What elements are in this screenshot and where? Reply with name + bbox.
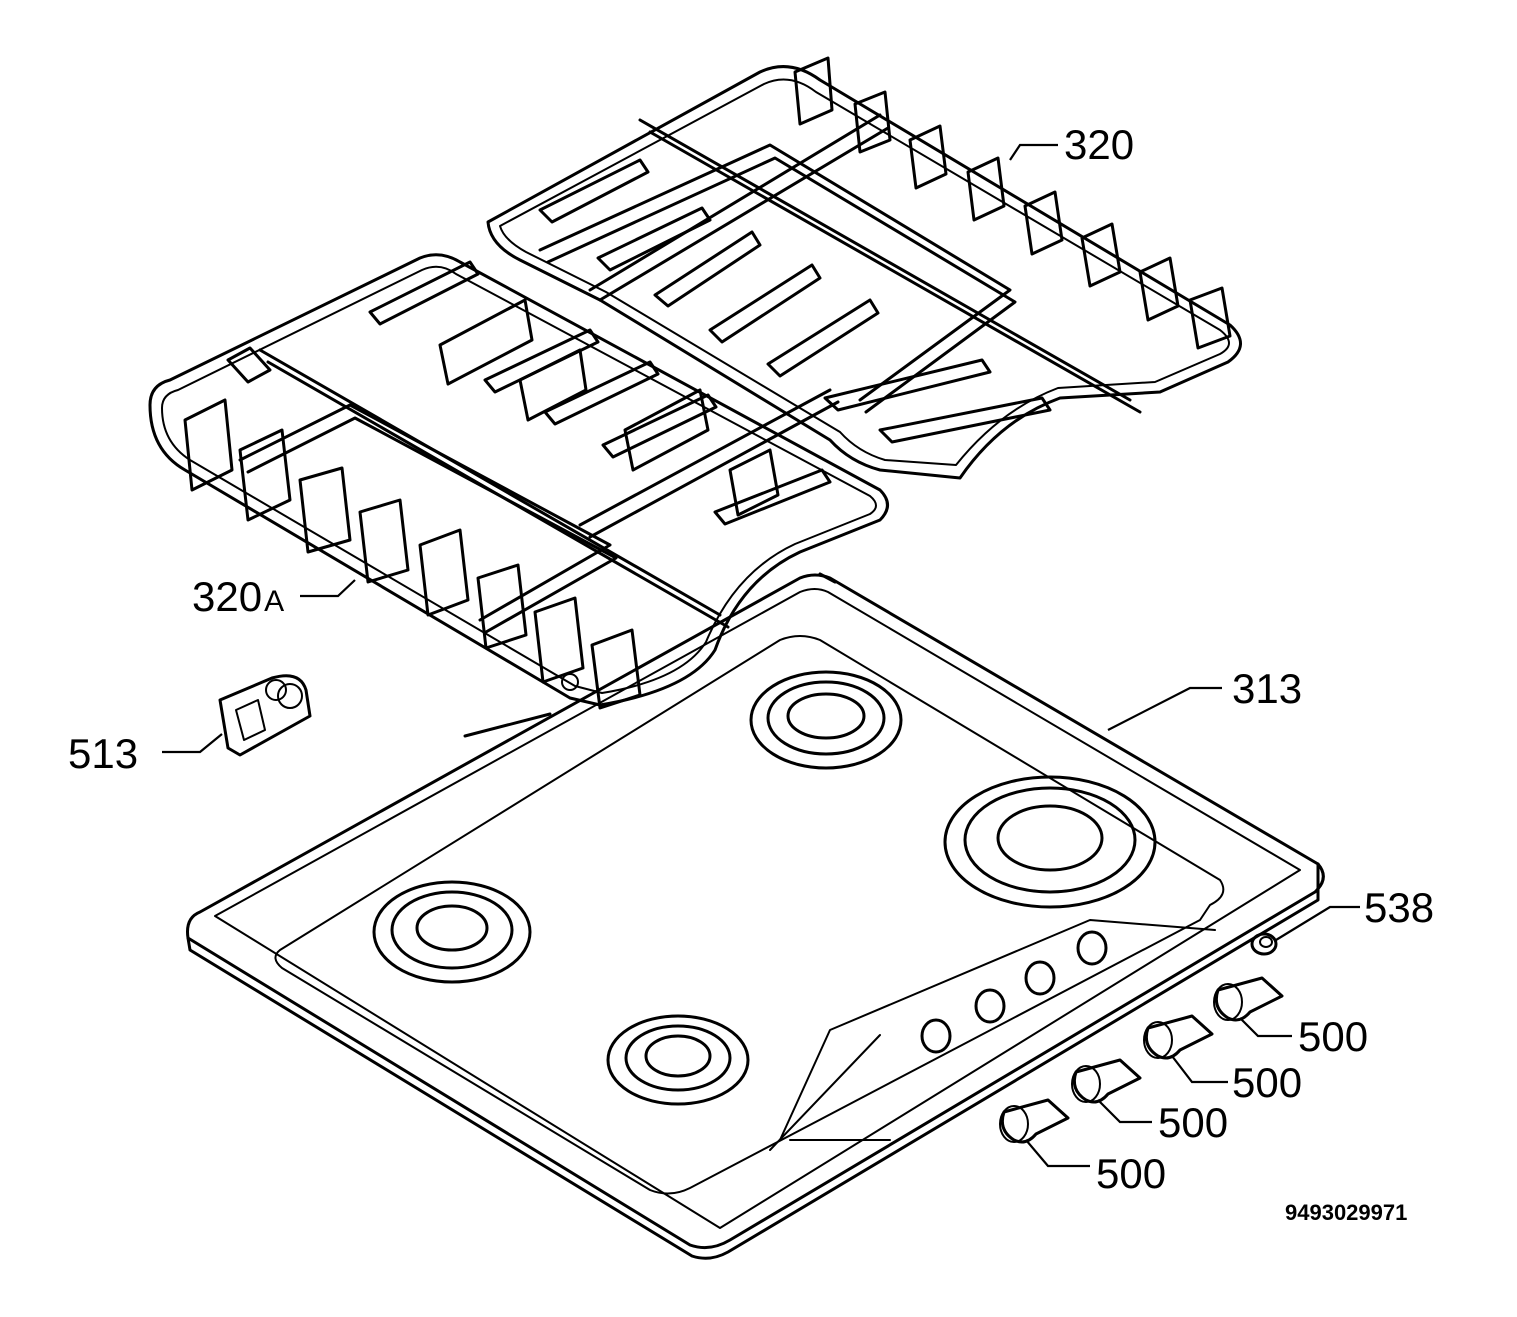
leader-320a bbox=[300, 579, 356, 598]
leader-313 bbox=[1107, 686, 1222, 731]
callout-500-4: 500 bbox=[1096, 1150, 1166, 1197]
callout-500-2: 500 bbox=[1232, 1059, 1302, 1106]
leader-500-2 bbox=[1171, 1055, 1228, 1084]
callout-500-1: 500 bbox=[1298, 1013, 1368, 1060]
leader-500-3 bbox=[1097, 1099, 1152, 1124]
leader-500-4 bbox=[1025, 1139, 1090, 1168]
callout-320a-number: 320 bbox=[192, 573, 262, 620]
leader-538 bbox=[1275, 905, 1360, 941]
knob-4 bbox=[999, 1098, 1070, 1144]
burner-front-center bbox=[606, 1014, 750, 1106]
burner-rear-right bbox=[943, 775, 1157, 909]
callout-320a: 320A bbox=[192, 573, 284, 620]
burner-rear-left bbox=[749, 670, 903, 770]
burner-front-left bbox=[372, 880, 532, 984]
callout-313: 313 bbox=[1232, 665, 1302, 712]
callout-320a-suffix: A bbox=[264, 585, 284, 618]
leader-500-1 bbox=[1239, 1017, 1292, 1038]
knob-3 bbox=[1071, 1058, 1142, 1104]
document-number: 9493029971 bbox=[1285, 1200, 1407, 1225]
knob-1 bbox=[1213, 976, 1284, 1022]
leader-320 bbox=[1009, 143, 1058, 161]
callout-500-3: 500 bbox=[1158, 1099, 1228, 1146]
knob-2 bbox=[1143, 1014, 1214, 1060]
hob-top-plate bbox=[186, 572, 1325, 1260]
pan-support-right bbox=[486, 56, 1242, 480]
ignition-button bbox=[1250, 932, 1278, 956]
pan-support-left bbox=[148, 253, 889, 710]
callout-513: 513 bbox=[68, 730, 138, 777]
clip-part bbox=[218, 674, 312, 757]
callout-320: 320 bbox=[1064, 121, 1134, 168]
leader-513 bbox=[162, 733, 223, 754]
callout-538: 538 bbox=[1364, 884, 1434, 931]
